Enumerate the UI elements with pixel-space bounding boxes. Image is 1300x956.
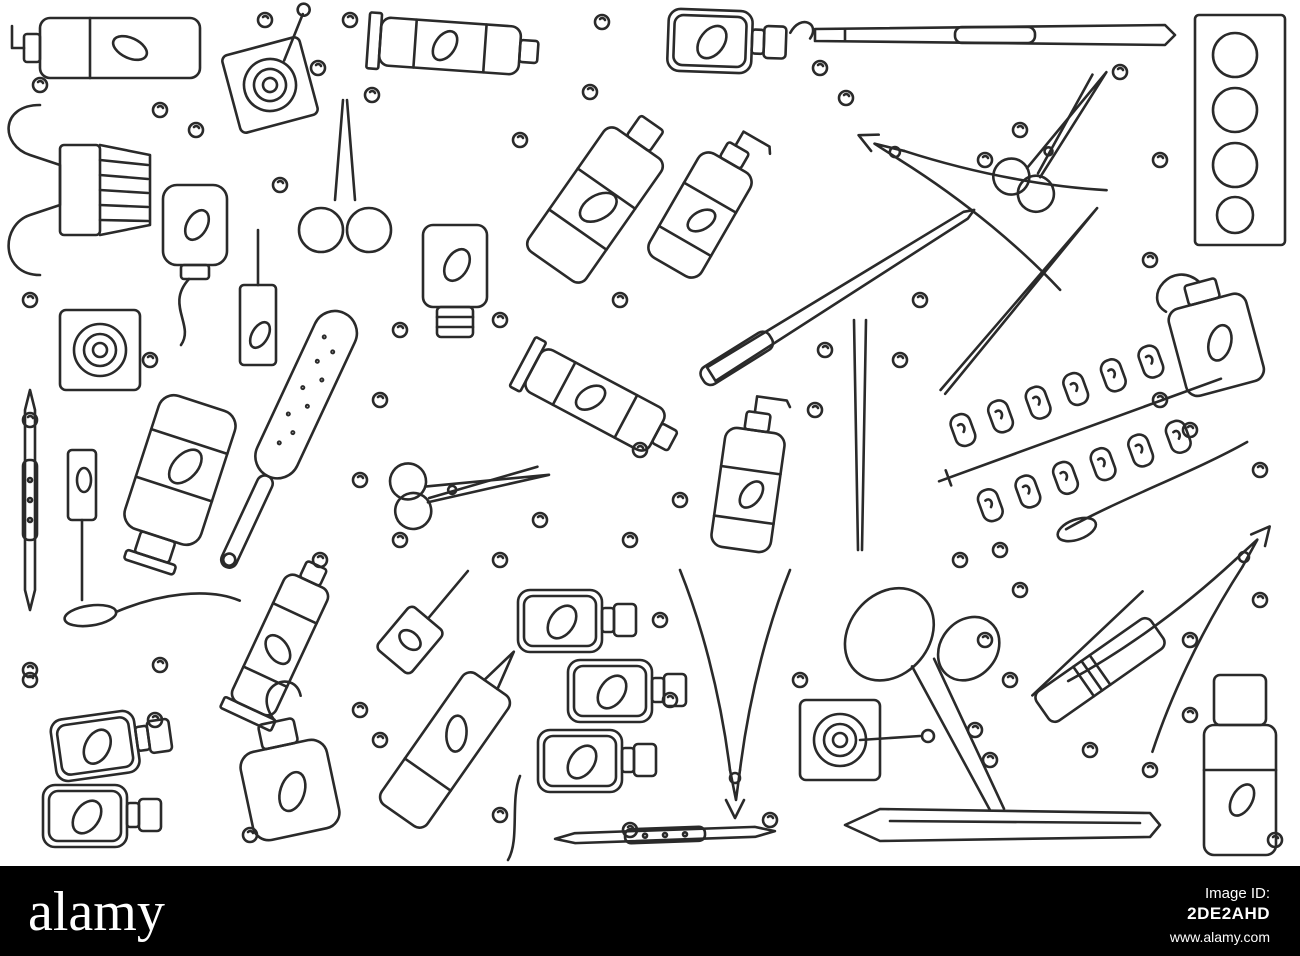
alamy-logo: alamy	[28, 881, 165, 943]
brush-bottle-small	[376, 569, 470, 675]
polish-bottle-stack-top	[516, 588, 638, 654]
polish-brush-small	[66, 448, 98, 602]
tweezers	[852, 318, 868, 552]
manicure-doodle-illustration	[7, 2, 1300, 862]
foot-brush	[7, 103, 152, 277]
spray-bottle	[525, 114, 665, 284]
cuticle-pusher-bottom	[553, 822, 777, 848]
pedicure-foot-file	[219, 309, 359, 569]
toe-separator	[1193, 13, 1287, 247]
image-id-label: Image ID:	[1204, 885, 1270, 902]
polish-bottle-dripping	[161, 183, 229, 347]
metal-nail-file	[699, 208, 976, 387]
polish-bottle-bottom-left-b	[41, 783, 163, 849]
lotion-bottle-tilted	[123, 393, 237, 576]
orange-stick	[939, 206, 1099, 396]
nail-brush-applicator	[238, 228, 278, 367]
cuticle-oil-dish	[219, 2, 321, 136]
dropper-bottle-right	[1155, 273, 1266, 398]
image-id-block: Image ID: 2DE2AHD	[1100, 884, 1270, 924]
stock-watermark-bar: alamy Image ID: 2DE2AHD www.alamy.com	[0, 866, 1300, 956]
base-coat-bottle	[421, 223, 489, 339]
pump-dispenser-bottle	[10, 16, 202, 80]
false-nail-tips-sprue	[937, 341, 1223, 525]
dropper-tube-lower	[378, 650, 516, 829]
cuticle-nipper-center	[678, 568, 792, 820]
cream-tube-lower-left	[218, 552, 344, 733]
cream-tube-top	[364, 11, 542, 82]
site-url: www.alamy.com	[1169, 929, 1270, 945]
pump-bottle-center	[708, 391, 793, 555]
tilted-polish-bottle-lower	[239, 680, 341, 842]
decorative-bubbles	[21, 11, 1284, 849]
cuticle-nipper-top	[834, 84, 1108, 292]
nail-file-top	[813, 23, 1177, 47]
cuticle-scissors	[297, 98, 393, 254]
nail-polish-bottle-top	[665, 7, 815, 76]
polish-dish-bottom	[798, 698, 936, 782]
cuticle-pusher-right	[1056, 440, 1249, 543]
nail-clipper	[1031, 590, 1166, 724]
hair-scissors-center	[385, 438, 556, 534]
gel-jar	[58, 308, 142, 392]
image-id-value: 2DE2AHD	[1187, 904, 1270, 923]
spatula-spoon	[63, 592, 242, 628]
polish-bottle-bottom-right	[1202, 673, 1278, 857]
soap-pump-bottle	[642, 117, 775, 284]
hand-cream-tube-center	[508, 335, 688, 468]
nail-file-bottom	[843, 807, 1162, 843]
polish-bottle-stack-bottom	[506, 728, 658, 862]
nail-scissors-right	[984, 50, 1133, 221]
polish-bottle-stack-middle	[566, 658, 688, 724]
